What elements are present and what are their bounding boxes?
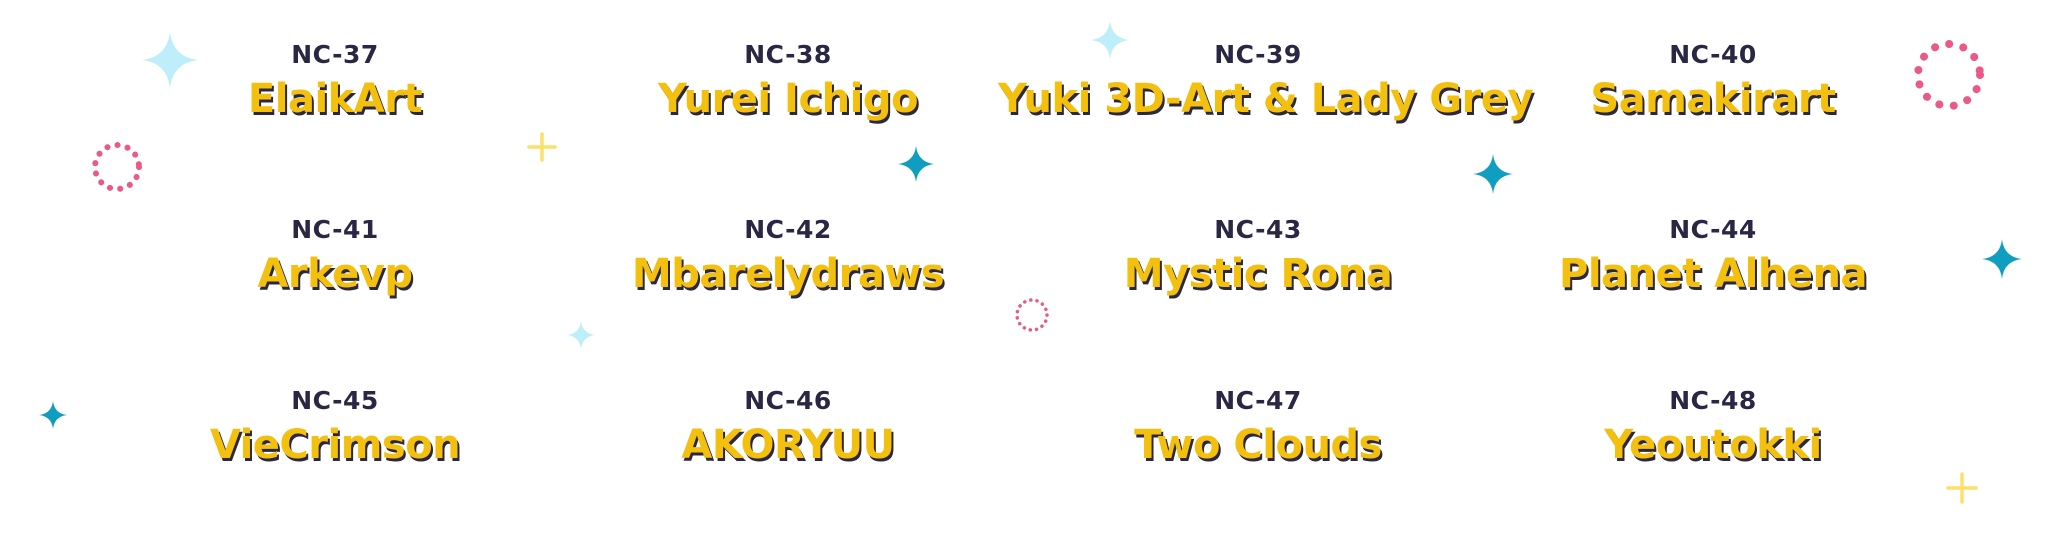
credit-entry: NC-42 Mbarelydraws [528, 215, 1048, 299]
credit-entry: NC-38 Yurei Ichigo [528, 40, 1048, 124]
entry-name: Mystic Rona [1123, 251, 1393, 297]
sparkle-icon [142, 32, 198, 88]
entry-code: NC-39 [1214, 40, 1302, 69]
credit-entry: NC-39 Yuki 3D-Art & Lady Grey [998, 40, 1534, 124]
entry-name: Samakirart [1590, 76, 1836, 122]
entry-code: NC-45 [291, 386, 379, 415]
credit-entry: NC-40 Samakirart [1453, 40, 1973, 124]
entry-name: Arkevp [257, 251, 413, 297]
entry-code: NC-40 [1669, 40, 1757, 69]
sparkle-icon [1473, 154, 1513, 194]
credit-entry: NC-45 VieCrimson [75, 386, 595, 470]
plus-sparkle-icon [1946, 472, 1978, 504]
entry-code: NC-46 [744, 386, 832, 415]
dotted-ring-icon [92, 142, 142, 192]
entry-name: AKORYUU [681, 422, 895, 468]
dotted-ring-icon [1914, 40, 1984, 110]
credit-entry: NC-37 ElaikArt [75, 40, 595, 124]
credit-entry: NC-48 Yeoutokki [1453, 386, 1973, 470]
credit-entry: NC-47 Two Clouds [998, 386, 1518, 470]
sparkle-icon [567, 321, 595, 349]
entry-name: VieCrimson [209, 422, 461, 468]
entry-name: Yurei Ichigo [658, 76, 918, 122]
entry-name: ElaikArt [247, 76, 423, 122]
sparkle-icon [1982, 239, 2022, 279]
credit-entry: NC-43 Mystic Rona [998, 215, 1518, 299]
credit-entry: NC-46 AKORYUU [528, 386, 1048, 470]
sparkle-icon [898, 146, 934, 182]
entry-code: NC-41 [291, 215, 379, 244]
entry-code: NC-47 [1214, 386, 1302, 415]
entry-code: NC-38 [744, 40, 832, 69]
entry-code: NC-43 [1214, 215, 1302, 244]
entry-code: NC-37 [291, 40, 379, 69]
entry-code: NC-44 [1669, 215, 1757, 244]
credit-entry: NC-44 Planet Alhena [1453, 215, 1973, 299]
credit-entry: NC-41 Arkevp [75, 215, 595, 299]
plus-sparkle-icon [527, 132, 557, 162]
entry-name: Planet Alhena [1559, 251, 1867, 297]
entry-name: Yuki 3D-Art & Lady Grey [998, 76, 1534, 122]
entry-code: NC-42 [744, 215, 832, 244]
entry-name: Mbarelydraws [631, 251, 945, 297]
dotted-ring-icon [1015, 298, 1049, 332]
entry-name: Yeoutokki [1604, 422, 1822, 468]
sparkle-icon [1091, 21, 1129, 59]
entry-name: Two Clouds [1134, 422, 1382, 468]
entry-code: NC-48 [1669, 386, 1757, 415]
sparkle-icon [39, 401, 67, 429]
